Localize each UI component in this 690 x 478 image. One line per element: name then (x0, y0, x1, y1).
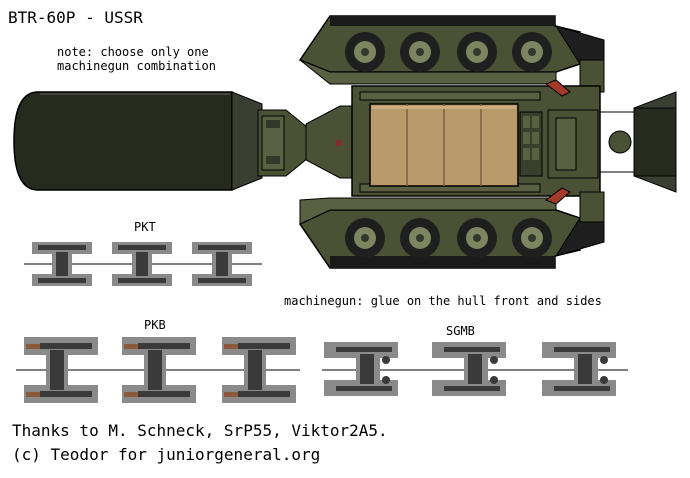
sgmb-gun (542, 342, 616, 396)
upper-wheels (345, 32, 552, 72)
pkt-gun (32, 242, 92, 286)
credits-line-1: Thanks to M. Schneck, SrP55, Viktor2A5. (12, 421, 388, 440)
note-line-2: machinegun combination (57, 59, 216, 73)
credits-line-2: (c) Teodor for juniorgeneral.org (12, 445, 321, 464)
troop-deck (369, 103, 519, 187)
pkb-label: PKB (144, 318, 166, 332)
front-plates (257, 105, 353, 179)
pkb-gun (24, 337, 98, 403)
lower-wheels (345, 218, 552, 258)
glue-instruction: machinegun: glue on the hull front and s… (284, 294, 602, 308)
hull-tube-right (633, 91, 677, 193)
sgmb-row (322, 342, 628, 396)
engine-deck (519, 79, 635, 179)
lower-rear-plate (579, 191, 605, 223)
page-title: BTR-60P - USSR (8, 8, 143, 27)
hull-tube-left (13, 91, 263, 191)
pkt-gun (112, 242, 172, 286)
sgmb-label: SGMB (446, 324, 475, 338)
pkb-gun (122, 337, 196, 403)
pkt-row (24, 242, 262, 286)
pkb-row (16, 337, 300, 403)
sgmb-gun (432, 342, 506, 396)
pkb-gun (222, 337, 296, 403)
pkt-label: PKT (134, 220, 156, 234)
pkt-gun (192, 242, 252, 286)
sgmb-gun (324, 342, 398, 396)
tow-hook-lower (544, 187, 571, 205)
note-line-1: note: choose only one (57, 45, 209, 59)
upper-rear-plate (579, 59, 605, 93)
